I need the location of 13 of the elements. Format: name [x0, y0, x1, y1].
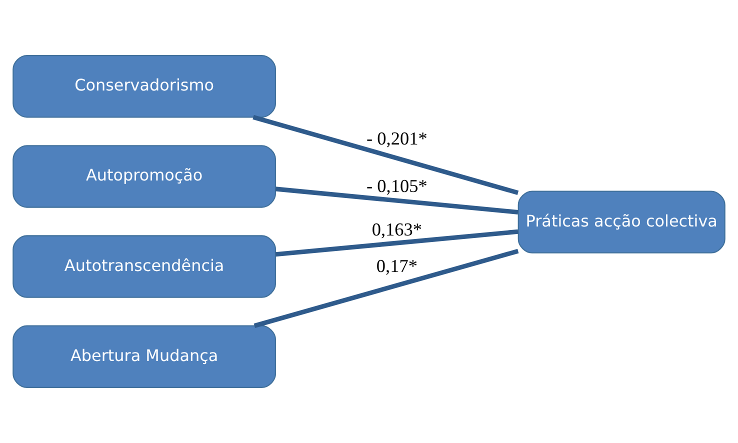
edge-label: 0,163* — [372, 220, 422, 240]
edge-label: 0,17* — [376, 256, 418, 276]
node-box: Conservadorismo — [12, 55, 276, 118]
edge-label: - 0,105* — [366, 176, 428, 196]
connector — [275, 229, 518, 257]
connector — [275, 186, 518, 214]
connector — [252, 114, 519, 195]
node-box: Abertura Mudança — [12, 325, 276, 388]
edge-label: - 0,201* — [366, 128, 428, 148]
connector — [254, 248, 519, 328]
node-box: Autotranscendência — [12, 235, 276, 298]
node-box: Autopromoção — [12, 145, 276, 208]
node-box: Práticas acção colectiva — [518, 190, 726, 254]
